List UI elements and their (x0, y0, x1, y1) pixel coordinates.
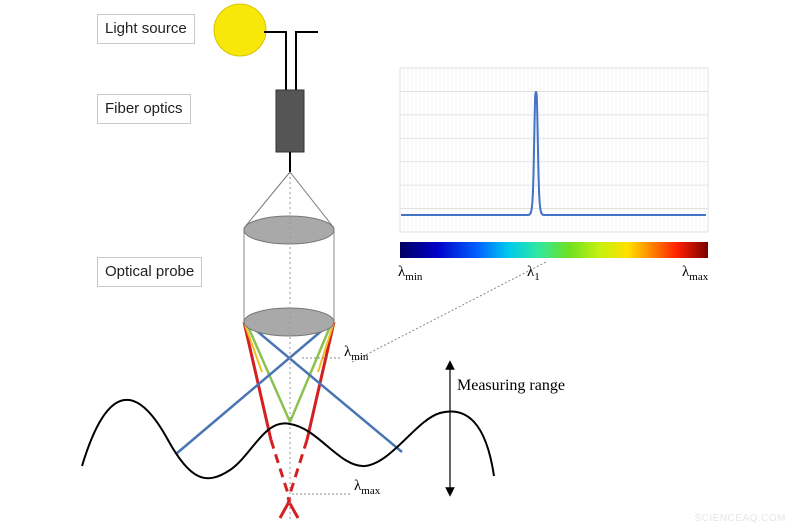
fiber-line-left (264, 31, 287, 90)
lambda-min-label-probe: λmin (344, 344, 369, 363)
ray-blue-left (245, 321, 403, 453)
light-source-label: Light source (97, 14, 195, 44)
cone-left (243, 171, 291, 229)
spectrum-color-bar (400, 242, 708, 258)
lambda-1-label: λ1 (527, 264, 540, 283)
ray-red-left (242, 321, 273, 441)
ray-blue-right (175, 321, 333, 455)
cone-right (289, 171, 335, 229)
ray-yellow-left (243, 321, 263, 373)
ray-red-right-dashed (286, 439, 309, 501)
ray-green-right (288, 321, 334, 423)
ray-red-right (305, 321, 336, 441)
watermark: SCIENCEAQ.COM (694, 513, 786, 524)
spectrum-plot (399, 67, 709, 258)
ray-red-left-dashed (269, 439, 292, 501)
ray-green-left (244, 321, 292, 423)
spectrum-connector (351, 261, 547, 363)
lambda-max-label-probe: λmax (354, 478, 381, 497)
lambda-min-label-spectrum: λmin (398, 264, 423, 283)
ray-yellow-right (317, 321, 335, 373)
fiber-optics-probe-body (275, 89, 305, 153)
spectrum-plot-area (399, 67, 709, 233)
lambda-max-label-spectrum: λmax (682, 264, 709, 283)
lens-top (243, 215, 335, 245)
spectrum-curve (401, 90, 706, 216)
fiber-optics-label: Fiber optics (97, 94, 191, 124)
surface-profile (81, 399, 495, 480)
measuring-range-label: Measuring range (457, 377, 565, 394)
lens-bottom (243, 307, 335, 337)
light-source-bulb (213, 3, 267, 57)
fiber-line-right (295, 31, 318, 90)
optical-probe-label: Optical probe (97, 257, 203, 287)
